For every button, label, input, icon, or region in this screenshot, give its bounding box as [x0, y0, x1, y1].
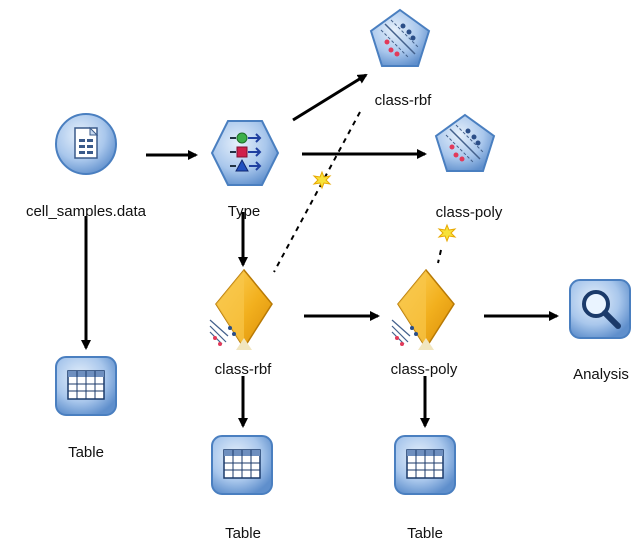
node-nugget-rbf[interactable]: [206, 268, 276, 356]
model-nugget-icon: [209, 268, 273, 350]
node-table-source[interactable]: [54, 355, 118, 419]
model-link-poly: [437, 249, 442, 264]
node-model-rbf-builder-label: class-rbf: [374, 92, 432, 109]
node-table-rbf-label: Table: [225, 525, 261, 542]
node-model-rbf-builder[interactable]: [369, 8, 431, 70]
node-table-poly[interactable]: [393, 434, 457, 498]
node-model-poly-builder-label: class-poly: [435, 204, 503, 221]
node-analysis-label: Analysis: [573, 366, 629, 383]
node-nugget-poly[interactable]: [388, 268, 458, 356]
node-analysis[interactable]: [568, 278, 632, 342]
data-file-icon: [55, 113, 117, 175]
node-nugget-poly-label: class-poly: [390, 361, 458, 378]
table-icon: [394, 435, 456, 495]
node-table-poly-label: Table: [407, 525, 443, 542]
node-model-poly-builder[interactable]: [434, 113, 496, 175]
model-nugget-icon: [391, 268, 455, 350]
node-table-source-label: Table: [68, 444, 104, 461]
node-source-label: cell_samples.data: [25, 203, 147, 220]
node-source[interactable]: [54, 112, 118, 176]
magnifier-icon: [569, 279, 631, 339]
table-icon: [211, 435, 273, 495]
model-link-rbf: [273, 111, 361, 273]
node-type[interactable]: [210, 118, 280, 188]
model-refresh-star-icon: [437, 223, 457, 243]
type-icon: [210, 120, 280, 186]
node-type-label: Type: [227, 203, 261, 220]
node-nugget-rbf-label: class-rbf: [214, 361, 272, 378]
table-icon: [55, 356, 117, 416]
node-table-rbf[interactable]: [210, 434, 274, 498]
svm-model-builder-icon: [434, 113, 496, 172]
model-refresh-star-icon: [312, 170, 332, 190]
svm-model-builder-icon: [369, 8, 431, 67]
link-type-to-rbf-builder: [292, 73, 368, 122]
